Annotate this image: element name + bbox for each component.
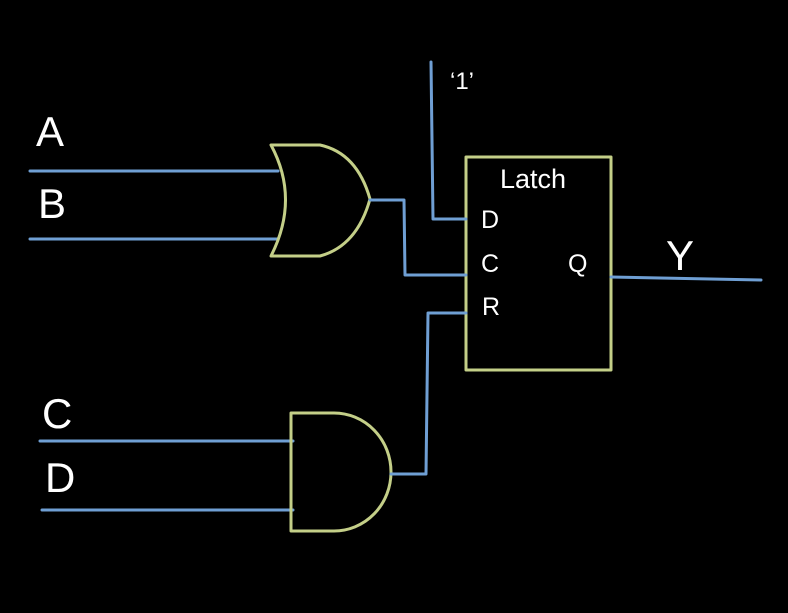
and-gate (289, 411, 393, 533)
input-label-c: C (42, 390, 73, 437)
latch-pin-c: C (481, 250, 500, 278)
constant-one-label: ‘1’ (450, 68, 475, 95)
wire-q-to-y (609, 275, 763, 282)
input-label-d: D (45, 454, 76, 501)
input-label-b: B (38, 180, 67, 227)
latch-pin-q: Q (568, 250, 588, 278)
latch-title: Latch (500, 164, 567, 194)
wire-const-to-d (429, 60, 468, 221)
wire-and-to-r (389, 311, 468, 476)
input-label-a: A (36, 108, 65, 155)
output-label-y: Y (666, 232, 695, 279)
or-gate (269, 143, 372, 258)
latch-box (464, 155, 613, 372)
latch-pin-d: D (481, 206, 500, 234)
latch-pin-r: R (482, 293, 501, 321)
wire-or-to-c (368, 198, 468, 277)
